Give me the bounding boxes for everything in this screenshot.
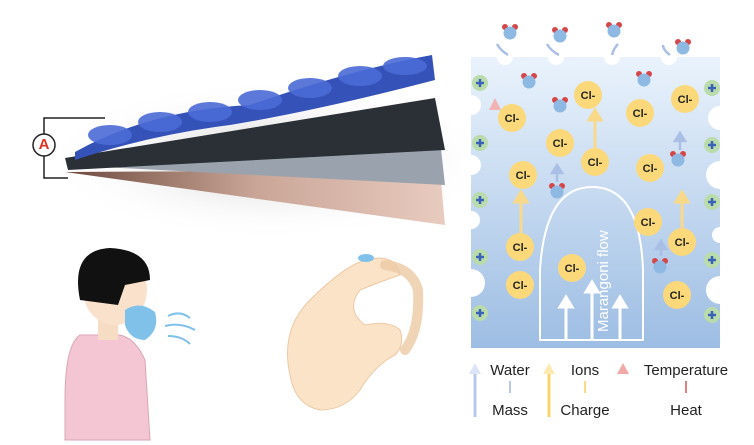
water-molecule-icon: [606, 22, 622, 38]
finger-hand: [287, 254, 424, 411]
legend-temperature: Temperature: [643, 362, 729, 379]
water-molecule-icon: [675, 39, 691, 55]
chloride-ion: Cl-: [574, 81, 602, 109]
legend-heat: Heat: [670, 402, 702, 419]
chloride-ion-label: Cl-: [505, 113, 520, 125]
chloride-ion-label: Cl-: [678, 94, 693, 106]
marangoni-flow-label: Marangoni flow: [595, 230, 612, 332]
chloride-ion-label: Cl-: [588, 157, 603, 169]
chloride-ion: Cl-: [634, 208, 662, 236]
chloride-ion-label: Cl-: [641, 217, 656, 229]
chloride-ion: Cl-: [546, 129, 574, 157]
ammeter-label: A: [38, 136, 50, 153]
chloride-ion-label: Cl-: [513, 242, 528, 254]
legend-ions: Ions: [570, 362, 600, 379]
breath-icon: [164, 312, 196, 345]
legend-charge: Charge: [560, 402, 610, 419]
person-breathing: [64, 248, 196, 441]
chloride-ion: Cl-: [509, 161, 537, 189]
chloride-ion: Cl-: [671, 85, 699, 113]
cation-icon: [704, 194, 720, 210]
cation-icon: [472, 75, 488, 91]
water-molecule-icon: [670, 151, 686, 167]
evaporation-panel: Cl- Cl- Cl- Cl- Cl- Cl- Cl- Cl- Cl- Cl- Cl- Cl- Cl- C…: [457, 22, 734, 348]
sensor-device: [32, 55, 500, 240]
cation-icon: [704, 252, 720, 268]
water-molecule-icon: [636, 71, 652, 87]
chloride-ion-label: Cl-: [565, 263, 580, 275]
chloride-ion-label: Cl-: [553, 138, 568, 150]
legend-arrows: [469, 363, 687, 417]
chloride-ion: Cl-: [668, 228, 696, 256]
water-molecule-icon: [552, 27, 568, 43]
cation-icon: [704, 307, 720, 323]
water-molecule-icon: [502, 24, 518, 40]
chloride-ion: Cl-: [506, 271, 534, 299]
chloride-ion: Cl-: [498, 104, 526, 132]
legend-mass: Mass: [492, 402, 528, 419]
water-molecule-icon: [652, 258, 668, 274]
cation-icon: [704, 137, 720, 153]
chloride-ion: Cl-: [558, 254, 586, 282]
cation-icon: [472, 305, 488, 321]
water-molecule-icon: [521, 73, 537, 89]
chloride-ion-label: Cl-: [516, 170, 531, 182]
chloride-ion: Cl-: [581, 148, 609, 176]
chloride-ion-label: Cl-: [670, 290, 685, 302]
cation-icon: [472, 249, 488, 265]
cation-icon: [704, 80, 720, 96]
cation-icon: [472, 192, 488, 208]
chloride-ion-label: Cl-: [513, 280, 528, 292]
chloride-ion: Cl-: [506, 233, 534, 261]
chloride-ion: Cl-: [636, 154, 664, 182]
chloride-ion-label: Cl-: [633, 108, 648, 120]
chloride-ion-label: Cl-: [675, 237, 690, 249]
cation-icon: [472, 135, 488, 151]
chloride-ion-label: Cl-: [581, 90, 596, 102]
chloride-ion: Cl-: [626, 99, 654, 127]
water-molecule-icon: [552, 97, 568, 113]
chloride-ion-label: Cl-: [643, 163, 658, 175]
legend-water: Water: [490, 362, 530, 379]
water-molecule-icon: [549, 183, 565, 199]
ammeter-icon: [32, 133, 56, 157]
marangoni-dome: [539, 185, 644, 341]
chloride-ion: Cl-: [663, 281, 691, 309]
